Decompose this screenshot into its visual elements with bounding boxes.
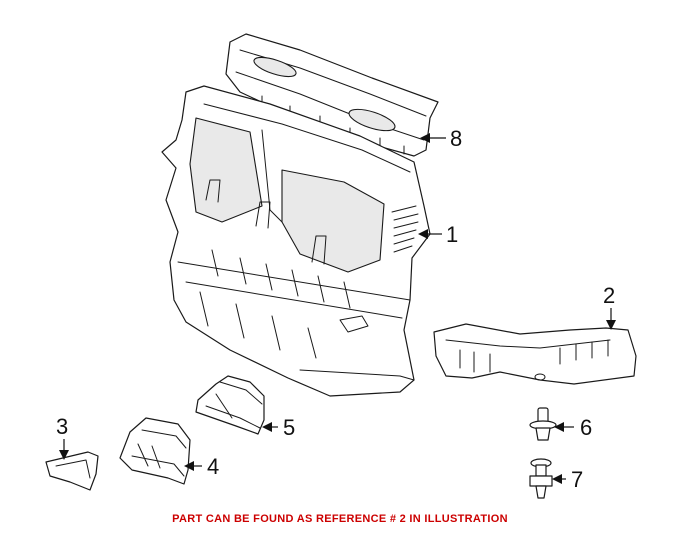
leader-2: [606, 308, 616, 330]
callout-1: 1: [446, 222, 458, 247]
part-1-front-carrier: [161, 85, 431, 397]
part-6-clip: [529, 407, 557, 441]
leader-1: [418, 229, 442, 239]
callout-4: 4: [207, 454, 219, 479]
callout-5: 5: [283, 415, 295, 440]
part-8-upper-shroud: [225, 33, 439, 157]
leader-6: [554, 422, 574, 432]
callout-3: 3: [56, 414, 68, 439]
part-2-side-air-guide: [433, 323, 637, 385]
leader-3: [59, 439, 69, 460]
callout-7: 7: [571, 467, 583, 492]
part-3-air-deflector: [45, 451, 99, 491]
part-4-lower-air-duct: [119, 417, 191, 485]
callout-6: 6: [580, 415, 592, 440]
leader-5: [262, 422, 278, 432]
part-5-lower-air-duct: [195, 375, 265, 435]
leader-8: [420, 133, 446, 143]
leader-4: [184, 461, 202, 471]
reference-note: PART CAN BE FOUND AS REFERENCE # 2 IN IL…: [172, 513, 508, 525]
leader-7: [552, 474, 566, 484]
callout-2: 2: [603, 283, 615, 308]
part-7-push-rivet: [529, 458, 553, 499]
callout-8: 8: [450, 126, 462, 151]
